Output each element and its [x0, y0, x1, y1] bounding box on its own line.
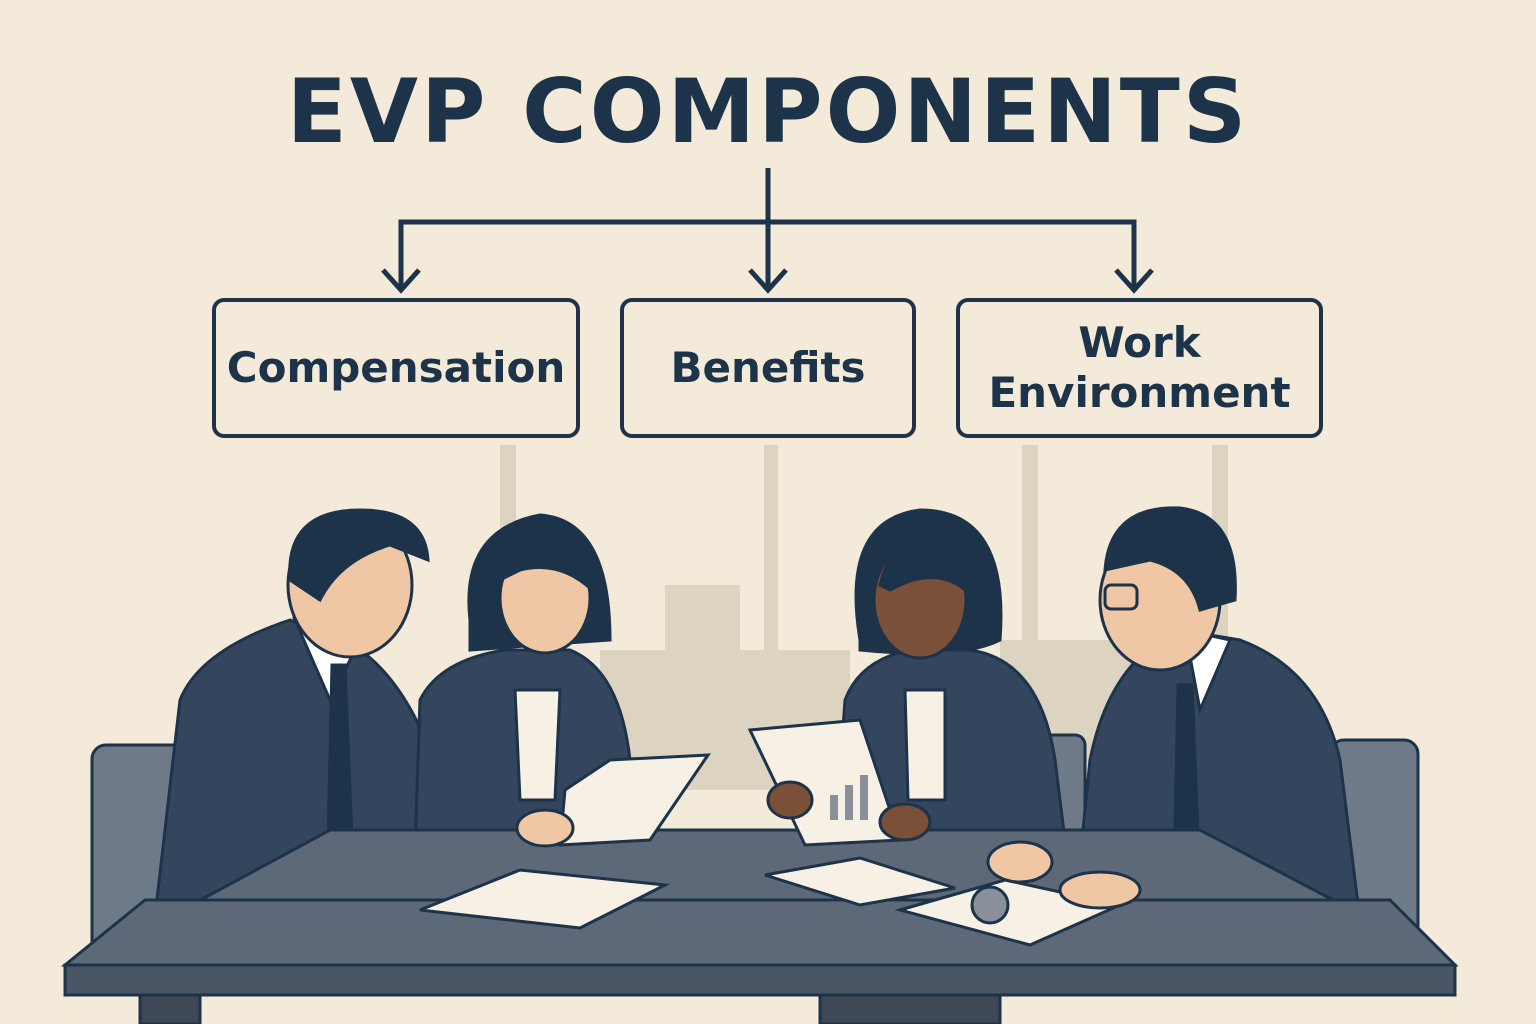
component-label: Work Environment — [988, 318, 1291, 417]
component-label: Benefits — [670, 343, 866, 392]
person-woman-right — [833, 508, 1067, 842]
component-label: Compensation — [226, 343, 566, 392]
component-compensation: Compensation — [212, 298, 580, 438]
component-benefits: Benefits — [620, 298, 916, 438]
hands — [515, 780, 1142, 910]
connector-arrows — [381, 168, 1154, 294]
table — [60, 828, 1459, 1024]
page-title: EVP COMPONENTS — [286, 60, 1250, 163]
person-woman-left — [413, 513, 632, 852]
component-work-environment: Work Environment — [956, 298, 1323, 438]
